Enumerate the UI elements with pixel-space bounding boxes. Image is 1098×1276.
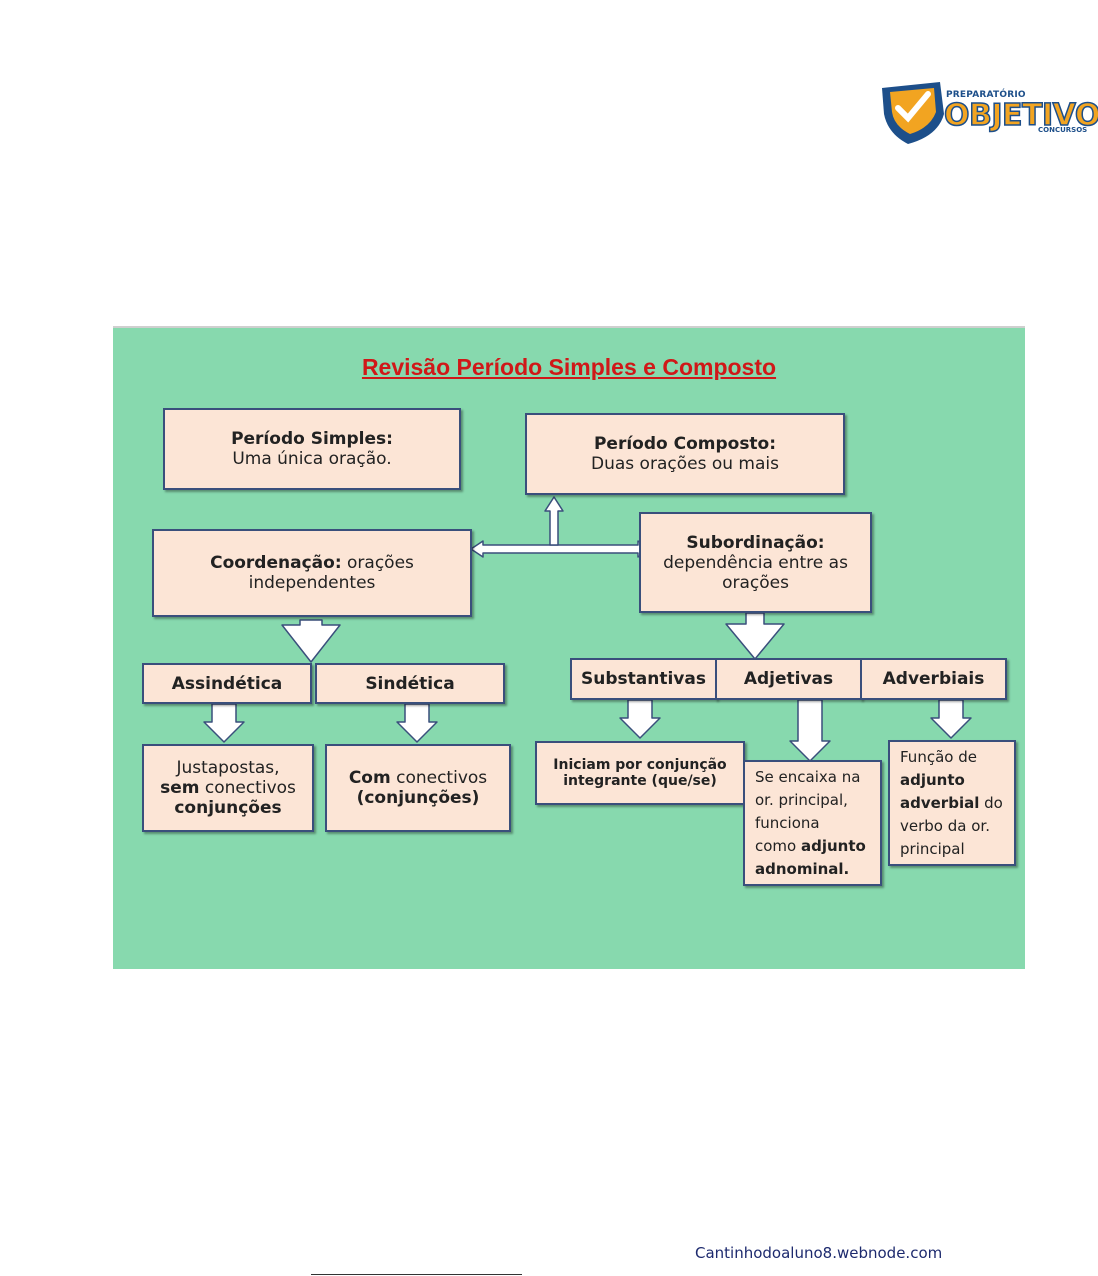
subordinacao-text1: dependência entre as <box>663 552 848 573</box>
down-arrow-adjetivas <box>789 699 831 762</box>
down-arrow-adverbiais <box>930 699 972 739</box>
substantivas-label: Substantivas <box>581 669 706 689</box>
logo-line2: OBJETIVO <box>943 97 1098 134</box>
down-arrow-assindetica <box>203 703 245 743</box>
justapostas-sem: sem <box>160 778 200 798</box>
funcao-line1: Função de <box>900 747 977 766</box>
funcao-line4: verbo da or. <box>900 816 990 835</box>
box-com-conectivos: Com conectivos (conjunções) <box>325 744 511 832</box>
justapostas-conectivos: conectivos <box>199 778 296 798</box>
iniciam-line2: integrante (que/se) <box>563 773 717 789</box>
se-encaixa-line5: adnominal. <box>755 859 850 878</box>
adverbiais-label: Adverbiais <box>882 669 985 689</box>
box-justapostas: Justapostas, sem conectivos conjunções <box>142 744 314 832</box>
box-subordinacao: Subordinação: dependência entre as oraçõ… <box>639 512 872 613</box>
box-adverbiais: Adverbiais <box>860 658 1007 700</box>
com-conectivos-com: Com <box>348 768 391 788</box>
coordenacao-text2: independentes <box>248 573 376 593</box>
box-sindetica: Sindética <box>315 663 505 704</box>
diagram-connectors <box>203 496 972 762</box>
objetivo-logo <box>882 82 944 144</box>
adjetivas-label: Adjetivas <box>743 669 834 689</box>
justapostas-line2: sem conectivos <box>160 778 296 798</box>
double-arrow <box>470 540 651 558</box>
box-iniciam: Iniciam por conjunção integrante (que/se… <box>535 741 745 805</box>
se-encaixa-adjunto: adjunto <box>800 836 866 855</box>
box-periodo-simples: Período Simples: Uma única oração. <box>163 408 461 490</box>
periodo-composto-head: Período Composto: <box>593 434 777 454</box>
coordenacao-head: Coordenação: <box>210 553 342 573</box>
footnote-separator <box>311 1274 522 1275</box>
down-arrow-sindetica <box>396 703 438 743</box>
box-se-encaixa: Se encaixa na or. principal, funciona co… <box>743 760 882 886</box>
se-encaixa-como: como <box>755 836 801 855</box>
box-funcao: Função de adjunto adverbial do verbo da … <box>888 740 1016 866</box>
box-periodo-composto: Período Composto: Duas orações ou mais <box>525 413 845 495</box>
se-encaixa-line2: or. principal, <box>755 790 848 809</box>
se-encaixa-line4: como adjunto <box>755 835 866 858</box>
subordinacao-head: Subordinação: <box>686 532 825 553</box>
periodo-composto-text: Duas orações ou mais <box>591 454 779 474</box>
logo-line3: CONCURSOS <box>1038 126 1088 134</box>
periodo-simples-text: Uma única oração. <box>232 449 392 469</box>
funcao-line3: adverbial do <box>900 792 1003 815</box>
com-conectivos-conectivos: conectivos <box>390 768 488 788</box>
up-arrow-composto <box>544 496 564 546</box>
se-encaixa-line1: Se encaixa na <box>755 767 861 786</box>
box-adjetivas: Adjetivas <box>715 658 862 700</box>
funcao-adverbial: adverbial <box>900 793 980 812</box>
coordenacao-line1: Coordenação: orações <box>210 553 414 573</box>
justapostas-line1: Justapostas, <box>176 758 280 778</box>
iniciam-line1: Iniciam por conjunção <box>553 757 727 773</box>
diagram-panel: Revisão Período Simples e Composto Perío… <box>113 326 1025 1262</box>
coordenacao-text1: orações <box>341 553 414 573</box>
diagram-title: Revisão Período Simples e Composto <box>361 354 777 380</box>
funcao-line2: adjunto <box>900 770 965 789</box>
sindetica-label: Sindética <box>365 673 455 694</box>
box-substantivas: Substantivas <box>570 658 717 700</box>
logo-line1: PREPARATÓRIO <box>946 90 1026 100</box>
down-arrow-coordenacao <box>281 619 341 663</box>
box-assindetica: Assindética <box>142 663 312 704</box>
subordinacao-text2: orações <box>722 572 789 593</box>
periodo-simples-head: Período Simples: <box>231 429 393 449</box>
com-conectivos-line1: Com conectivos <box>349 768 487 788</box>
down-arrow-substantivas <box>619 699 661 739</box>
box-coordenacao: Coordenação: orações independentes <box>152 529 472 617</box>
com-conectivos-line2: (conjunções) <box>356 788 480 808</box>
se-encaixa-line3: funciona <box>755 813 820 832</box>
down-arrow-subordinacao <box>725 612 785 660</box>
funcao-do: do <box>979 793 1003 812</box>
funcao-line5: principal <box>900 839 965 858</box>
source-footer: Cantinhodoaluno8.webnode.com <box>695 1244 943 1262</box>
assindetica-label: Assindética <box>171 673 283 694</box>
justapostas-line3: conjunções <box>174 798 282 818</box>
